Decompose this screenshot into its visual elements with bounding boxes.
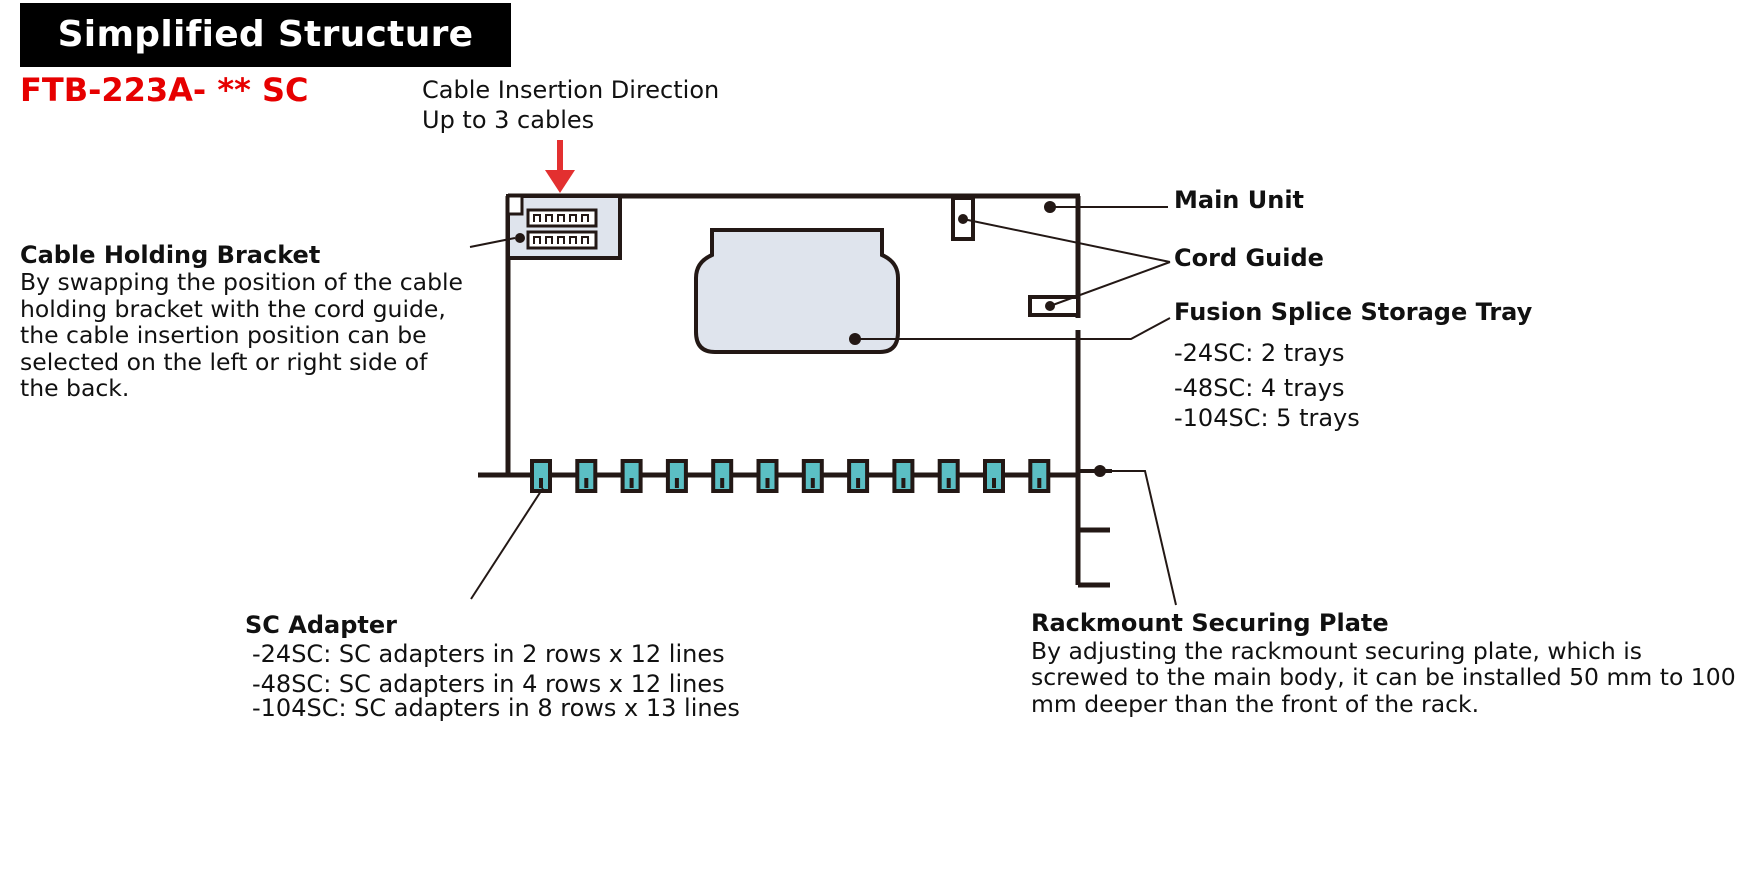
cable-holding-bracket (506, 194, 622, 260)
bracket-title: Cable Holding Bracket (20, 241, 321, 269)
rackmount-desc-2: screwed to the main body, it can be inst… (1031, 663, 1736, 691)
rackmount-desc-3: mm deeper than the front of the rack. (1031, 690, 1480, 718)
sc-adapter (665, 459, 688, 493)
bracket-leader-line (469, 237, 516, 248)
bracket-desc-3: the cable insertion position can be (20, 321, 427, 349)
bracket-desc-5: the back. (20, 374, 130, 402)
adapter-line-3: -104SC: SC adapters in 8 rows x 13 lines (252, 694, 740, 722)
rackmount-desc-1: By adjusting the rackmount securing plat… (1031, 637, 1643, 665)
sc-adapter (530, 459, 552, 493)
sc-adapter (620, 459, 643, 493)
rackmount-title: Rackmount Securing Plate (1031, 609, 1389, 637)
sc-adapter (756, 459, 779, 493)
sc-adapter (937, 459, 960, 493)
sc-adapter (575, 459, 598, 493)
insertion-arrow (545, 140, 575, 193)
cord-guide-label: Cord Guide (1174, 244, 1324, 272)
bracket-desc-2: holding bracket with the cord guide, (20, 295, 446, 323)
adapter-line-1: -24SC: SC adapters in 2 rows x 12 lines (252, 640, 725, 668)
model-number: FTB-223A- ** SC (20, 71, 309, 109)
adapter-leader-line (470, 487, 544, 600)
tray-line-1: -24SC: 2 trays (1174, 339, 1345, 367)
sc-adapter (892, 459, 915, 493)
tray-line-2: -48SC: 4 trays (1174, 374, 1345, 402)
insertion-direction-label: Cable Insertion Direction (422, 76, 720, 104)
sc-adapter (801, 459, 824, 493)
adapter-title: SC Adapter (245, 611, 397, 639)
bracket-desc-4: selected on the left or right side of (20, 348, 428, 376)
bracket-desc-1: By swapping the position of the cable (20, 268, 463, 296)
main-unit-label: Main Unit (1174, 186, 1305, 214)
sc-adapter (1028, 459, 1051, 493)
insertion-cables-label: Up to 3 cables (422, 106, 595, 134)
sc-adapter (983, 459, 1005, 493)
adapter-line-2: -48SC: SC adapters in 4 rows x 12 lines (252, 670, 725, 698)
sc-adapter (711, 459, 734, 493)
sc-adapter-row (530, 459, 1051, 493)
title-bar: Simplified Structure (20, 3, 511, 67)
fusion-splice-tray (694, 228, 900, 354)
tray-line-3: -104SC: 5 trays (1174, 404, 1360, 432)
tray-title: Fusion Splice Storage Tray (1174, 298, 1533, 326)
sc-adapter (847, 459, 870, 493)
rackmount-leader-line (1100, 470, 1177, 606)
cord-guide-leader-lines (962, 218, 1171, 307)
tray-leader-line (855, 317, 1171, 340)
